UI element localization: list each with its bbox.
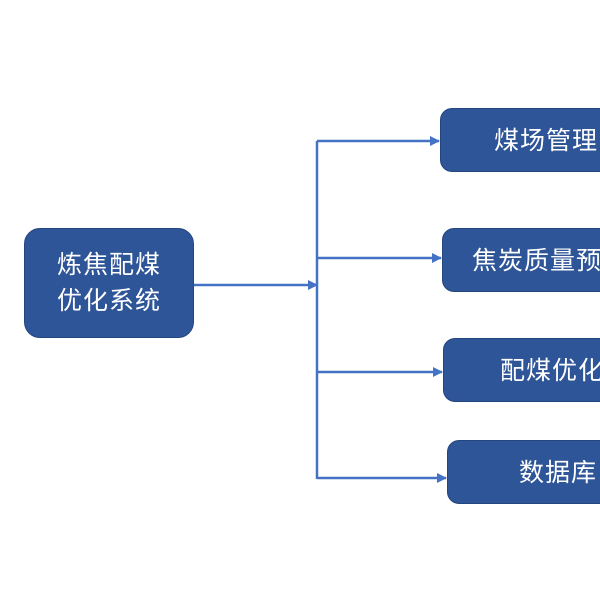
root-node-line-1: 炼焦配煤 bbox=[56, 250, 161, 279]
root-node-coking-blending-system[interactable]: 炼焦配煤 优化系统 bbox=[24, 228, 194, 338]
node-coke-quality-prediction[interactable]: 焦炭质量预测 bbox=[442, 228, 600, 292]
node-label: 数据库 bbox=[519, 458, 598, 487]
node-coal-blending-optimization[interactable]: 配煤优化 bbox=[443, 338, 600, 402]
node-coal-yard-management[interactable]: 煤场管理 bbox=[440, 108, 600, 172]
node-label: 焦炭质量预测 bbox=[472, 246, 600, 275]
root-node-line-2: 优化系统 bbox=[56, 286, 161, 315]
node-label: 配煤优化 bbox=[500, 356, 600, 385]
node-database[interactable]: 数据库 bbox=[447, 440, 600, 504]
node-label: 煤场管理 bbox=[494, 126, 599, 155]
